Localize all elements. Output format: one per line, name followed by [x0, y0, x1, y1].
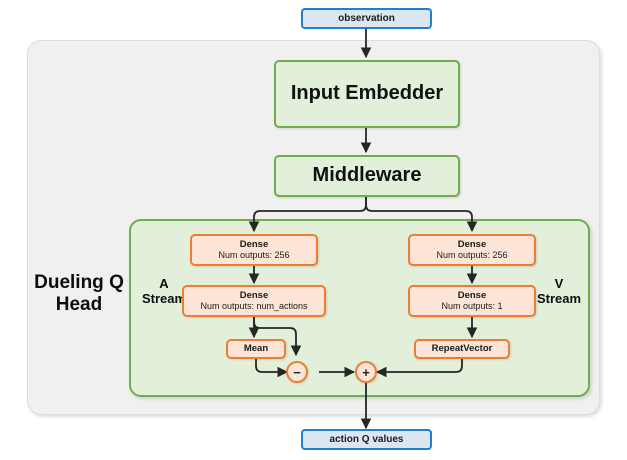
observation-node[interactable]: observation	[301, 8, 432, 29]
middleware-node[interactable]: Middleware	[274, 155, 460, 197]
subtract-operator-symbol: −	[293, 364, 301, 380]
action-q-values-label: action Q values	[329, 433, 404, 445]
advantage-stream-label-line2: Stream	[141, 291, 187, 307]
a-stream-dense-256-type: Dense	[239, 239, 269, 251]
v-stream-dense-1-node[interactable]: Dense Num outputs: 1	[408, 285, 536, 317]
subtract-operator-node[interactable]: −	[286, 361, 308, 383]
value-stream-label: V Stream	[535, 276, 583, 307]
a-stream-dense-256-node[interactable]: Dense Num outputs: 256	[190, 234, 318, 266]
repeat-vector-node[interactable]: RepeatVector	[414, 339, 510, 359]
dueling-q-head-title: Dueling Q Head	[30, 272, 128, 317]
dueling-q-head-title-line2: Head	[55, 294, 103, 316]
repeat-vector-label: RepeatVector	[431, 343, 493, 355]
value-stream-label-line1: V	[554, 276, 564, 291]
input-embedder-node[interactable]: Input Embedder	[274, 60, 460, 128]
add-operator-node[interactable]: +	[355, 361, 377, 383]
dueling-q-head-title-line1: Dueling Q	[34, 272, 124, 293]
v-stream-dense-256-type: Dense	[457, 239, 487, 251]
observation-label: observation	[338, 12, 395, 24]
action-q-values-node[interactable]: action Q values	[301, 429, 432, 450]
v-stream-dense-256-outputs: Num outputs: 256	[436, 250, 508, 261]
a-stream-dense-256-outputs: Num outputs: 256	[218, 250, 290, 261]
v-stream-dense-1-type: Dense	[457, 290, 487, 302]
add-operator-symbol: +	[362, 364, 370, 380]
v-stream-dense-256-node[interactable]: Dense Num outputs: 256	[408, 234, 536, 266]
middleware-label: Middleware	[312, 164, 422, 187]
advantage-stream-label: A Stream	[140, 276, 188, 307]
v-stream-dense-1-outputs: Num outputs: 1	[441, 301, 503, 312]
a-stream-dense-num-actions-outputs: Num outputs: num_actions	[200, 301, 308, 312]
value-stream-label-line2: Stream	[536, 291, 582, 307]
mean-label: Mean	[243, 343, 269, 355]
input-embedder-label: Input Embedder	[290, 82, 444, 105]
a-stream-dense-num-actions-type: Dense	[239, 290, 269, 302]
advantage-stream-label-line1: A	[159, 276, 169, 291]
a-stream-dense-num-actions-node[interactable]: Dense Num outputs: num_actions	[182, 285, 326, 317]
mean-node[interactable]: Mean	[226, 339, 286, 359]
